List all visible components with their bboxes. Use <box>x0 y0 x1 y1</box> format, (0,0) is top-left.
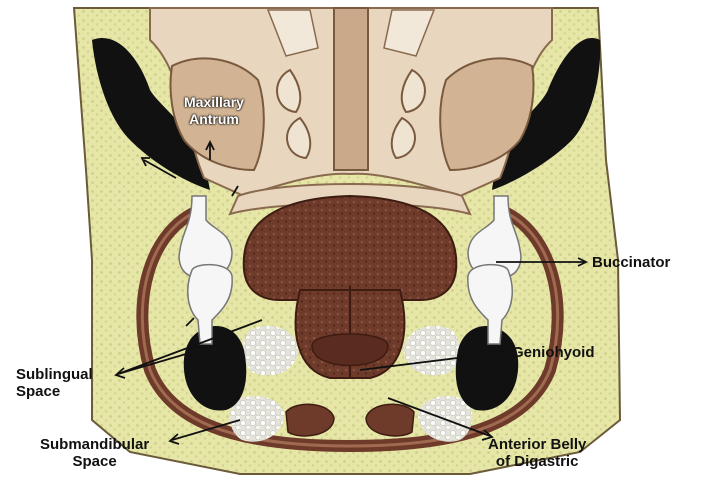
label-submandibular-space-line2: Space <box>40 453 149 470</box>
label-geniohyoid: Geniohyoid <box>512 344 595 361</box>
tongue <box>244 196 457 300</box>
label-buccinator: Buccinator <box>592 254 670 271</box>
label-submandibular-space-line1: Submandibular <box>40 436 149 453</box>
label-anterior-belly-of-digastric: Anterior Belly of Digastric <box>488 436 586 470</box>
label-maxillary-antrum-line2: Antrum <box>184 111 244 128</box>
label-anterior-belly-line1: Anterior Belly <box>488 436 586 453</box>
geniohyoid-muscle <box>312 334 388 366</box>
label-maxillary-antrum-line1: Maxillary <box>184 94 244 111</box>
label-sublingual-space-line1: Sublingual <box>16 366 93 383</box>
label-sublingual-space: Sublingual Space <box>16 366 93 400</box>
label-sublingual-space-line2: Space <box>16 383 93 400</box>
label-maxillary-antrum: Maxillary Antrum <box>184 94 244 128</box>
label-submandibular-space: Submandibular Space <box>40 436 149 470</box>
label-anterior-belly-line2: of Digastric <box>488 453 586 470</box>
nasal-septum <box>334 8 368 170</box>
